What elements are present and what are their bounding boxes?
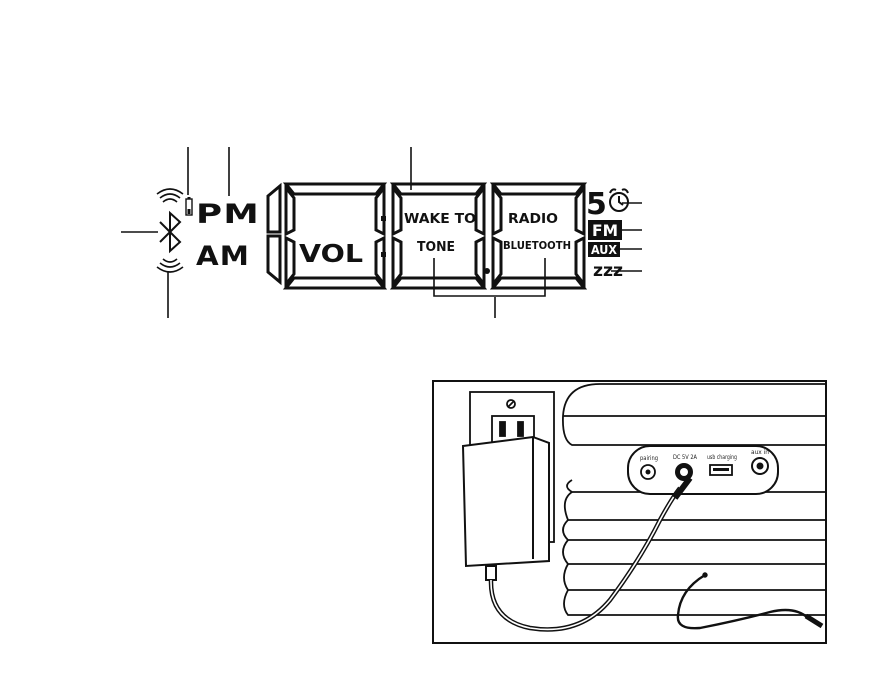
dc-input-label: DC 5V 2A (673, 454, 698, 461)
bluetooth-icon (160, 213, 180, 251)
aux-indicator: AUX (588, 242, 620, 257)
am-indicator: AM (196, 241, 250, 272)
volume-indicator: VOL (299, 239, 363, 268)
aux-in-label: aux in (751, 449, 769, 456)
tone-label: TONE (417, 240, 455, 255)
svg-text:AUX: AUX (591, 243, 618, 257)
wake-to-label: WAKE TO (404, 212, 476, 227)
alarm-clock-icon (610, 189, 628, 211)
radio-label: RADIO (508, 212, 558, 227)
sleep-indicator: zzz (593, 261, 623, 281)
lcd-display: PM AM (121, 147, 642, 318)
signal-wave-bottom-icon (157, 259, 183, 272)
rear-panel-illustration: pairing DC 5V 2A usb charging aux in (433, 381, 826, 643)
signal-wave-top-icon (157, 189, 183, 202)
power-adapter (463, 437, 549, 580)
bluetooth-label: BLUETOOTH (503, 239, 571, 252)
clock-digits (268, 184, 584, 288)
fm-indicator: FM (588, 220, 622, 240)
pairing-label: pairing (640, 455, 658, 462)
battery-icon (186, 197, 192, 215)
usb-charging-label: usb charging (707, 454, 737, 461)
pm-indicator: PM (196, 199, 260, 230)
alarm-number: 5 (586, 187, 607, 222)
svg-text:FM: FM (592, 221, 618, 240)
jack-panel: pairing DC 5V 2A usb charging aux in (628, 446, 778, 494)
